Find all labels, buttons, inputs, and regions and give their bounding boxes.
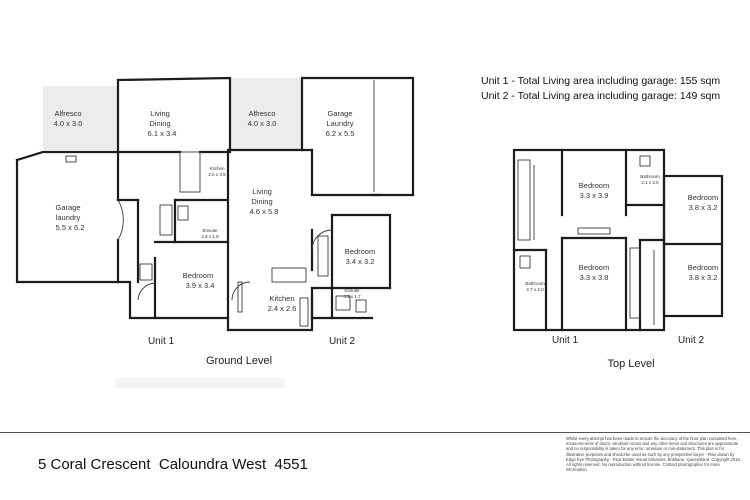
ensuite-2-dim: 3.5 x 1.7 bbox=[343, 294, 361, 299]
ensuite-2-name: Ensuite bbox=[344, 288, 360, 293]
floor-plan-drawing: Alfresco 4.0 x 3.0 Living Dining 6.1 x 3… bbox=[15, 75, 724, 388]
living-2-name-2: Dining bbox=[251, 197, 272, 206]
top-bedroom-d-name: Bedroom bbox=[688, 263, 718, 272]
bedroom-2-name: Bedroom bbox=[345, 247, 375, 256]
living-1-name-2: Dining bbox=[149, 119, 170, 128]
top-unit-2-label: Unit 2 bbox=[678, 335, 705, 346]
alfresco-2-dim: 4.0 x 3.0 bbox=[248, 119, 277, 128]
property-address: 5 Coral Crescent Caloundra West 4551 bbox=[38, 456, 308, 473]
top-level-walls bbox=[512, 148, 724, 332]
living-1-dim: 6.1 x 3.4 bbox=[148, 129, 177, 138]
ground-unit-1-label: Unit 1 bbox=[148, 336, 175, 347]
footer-divider bbox=[0, 432, 750, 433]
top-level-fixtures bbox=[517, 155, 655, 325]
top-bathroom-b-dim: 2.7 x 2.0 bbox=[526, 287, 544, 292]
alfresco-2-name: Alfresco bbox=[248, 109, 275, 118]
garage-1-name-2: laundry bbox=[56, 213, 81, 222]
ground-unit-2-label: Unit 2 bbox=[329, 336, 356, 347]
bedroom-1-name: Bedroom bbox=[183, 271, 213, 280]
ground-level-labels: Alfresco 4.0 x 3.0 Living Dining 6.1 x 3… bbox=[54, 109, 376, 367]
garage-1-dim: 5.5 x 6.2 bbox=[56, 223, 85, 232]
garage-2-name: Garage bbox=[327, 109, 352, 118]
alfresco-1-dim: 4.0 x 3.0 bbox=[54, 119, 83, 128]
top-bedroom-d-dim: 3.8 x 3.2 bbox=[689, 273, 718, 282]
alfresco-1-name: Alfresco bbox=[54, 109, 81, 118]
ground-level-walls bbox=[15, 76, 415, 332]
top-bedroom-a-name: Bedroom bbox=[579, 181, 609, 190]
garage-2-name-2: Laundry bbox=[326, 119, 353, 128]
garage-2-dim: 6.2 x 5.5 bbox=[326, 129, 355, 138]
top-bedroom-b-dim: 3.8 x 3.2 bbox=[689, 203, 718, 212]
top-bedroom-c-name: Bedroom bbox=[579, 263, 609, 272]
bedroom-1-dim: 3.9 x 3.4 bbox=[186, 281, 215, 290]
top-bathroom-a-name: Bathroom bbox=[640, 174, 660, 179]
ground-level-fixtures bbox=[65, 80, 375, 327]
kitchen-1-dim: 2.6 x 3.8 bbox=[208, 172, 226, 177]
kitchen-2-dim: 2.4 x 2.6 bbox=[268, 304, 297, 313]
unit-1-area-text: Unit 1 - Total Living area including gar… bbox=[481, 75, 720, 87]
top-bathroom-b-name: Bathroom bbox=[525, 281, 545, 286]
garage-1-name: Garage bbox=[55, 203, 80, 212]
ensuite-1-name: Ensuite bbox=[202, 228, 218, 233]
top-bedroom-a-dim: 3.3 x 3.9 bbox=[580, 191, 609, 200]
top-bathroom-a-dim: 2.1 x 2.6 bbox=[641, 180, 659, 185]
top-unit-1-label: Unit 1 bbox=[552, 335, 579, 346]
top-bedroom-c-dim: 3.3 x 3.8 bbox=[580, 273, 609, 282]
ground-level-title: Ground Level bbox=[206, 355, 272, 367]
ensuite-1-dim: 2.8 x 1.8 bbox=[201, 234, 219, 239]
living-2-name: Living bbox=[252, 187, 272, 196]
plan-disclaimer: Whilst every attempt has been made to en… bbox=[566, 436, 741, 473]
unit-2-area-text: Unit 2 - Total Living area including gar… bbox=[481, 90, 720, 102]
kitchen-2-name: Kitchen bbox=[269, 294, 294, 303]
living-2-dim: 4.6 x 5.8 bbox=[250, 207, 279, 216]
top-level-labels: Bedroom 3.3 x 3.9 Bathroom 2.1 x 2.6 Bed… bbox=[525, 174, 718, 370]
living-1-name: Living bbox=[150, 109, 170, 118]
bedroom-2-dim: 3.4 x 3.2 bbox=[346, 257, 375, 266]
exterior-shading bbox=[43, 78, 302, 388]
top-level-title: Top Level bbox=[607, 358, 654, 370]
top-bedroom-b-name: Bedroom bbox=[688, 193, 718, 202]
area-summary: Unit 1 - Total Living area including gar… bbox=[481, 75, 720, 102]
kitchen-1-name: Kitchen bbox=[209, 166, 225, 171]
